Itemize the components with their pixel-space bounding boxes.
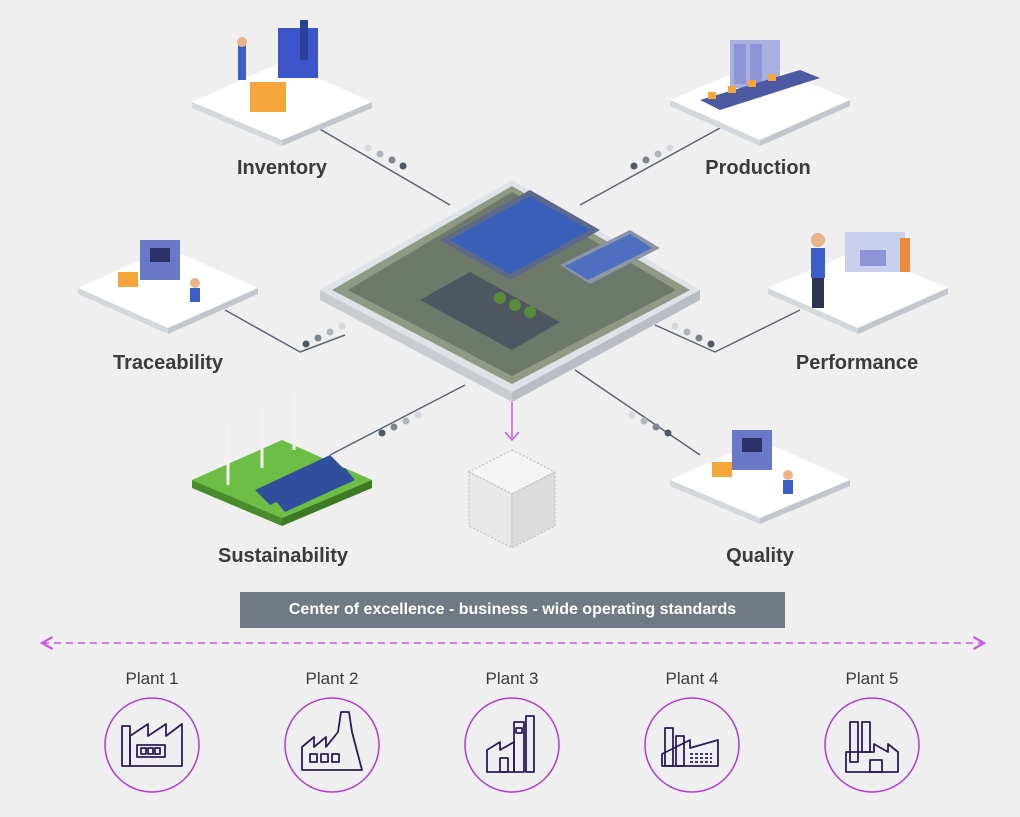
connector-performance <box>714 309 801 353</box>
connector-dots <box>302 144 715 437</box>
traceability-label: Traceability <box>112 352 224 374</box>
traceability-illustration <box>78 240 258 334</box>
connector-sustainability <box>329 384 466 456</box>
production-label: Production <box>705 157 811 179</box>
plant-1-label: Plant 1 <box>125 669 179 688</box>
connector-production <box>579 127 721 206</box>
connectors <box>224 127 801 456</box>
factory-5-icon <box>845 721 899 773</box>
plant-5-circle <box>824 697 920 793</box>
performance-illustration <box>768 232 948 334</box>
center-of-excellence-banner: Center of excellence - business - wide o… <box>240 592 785 628</box>
plant-3-label: Plant 3 <box>485 669 539 688</box>
quality-label: Quality <box>726 545 794 567</box>
performance-label: Performance <box>795 352 919 374</box>
connector-quality <box>574 369 701 456</box>
inventory-illustration <box>192 20 372 146</box>
inventory-label: Inventory <box>236 157 328 179</box>
factory-4-icon <box>661 727 719 767</box>
factory-2-icon <box>301 711 363 771</box>
plant-2-label: Plant 2 <box>305 669 359 688</box>
quality-illustration <box>670 430 850 524</box>
connector-inventory <box>317 127 451 206</box>
factory-1-icon <box>121 723 183 767</box>
plant-4-circle <box>644 697 740 793</box>
connector-traceability <box>224 309 301 353</box>
plant-4-label: Plant 4 <box>665 669 719 688</box>
plant-3-circle <box>464 697 560 793</box>
plant-2-circle <box>284 697 380 793</box>
sustainability-label: Sustainability <box>217 545 349 567</box>
sustainability-illustration <box>192 390 372 526</box>
plant-1-circle <box>104 697 200 793</box>
data-cube-illustration <box>467 449 557 549</box>
factory-3-icon <box>486 715 535 773</box>
plant-5-label: Plant 5 <box>845 669 899 688</box>
production-illustration <box>670 40 850 146</box>
central-facility-illustration <box>320 180 700 402</box>
